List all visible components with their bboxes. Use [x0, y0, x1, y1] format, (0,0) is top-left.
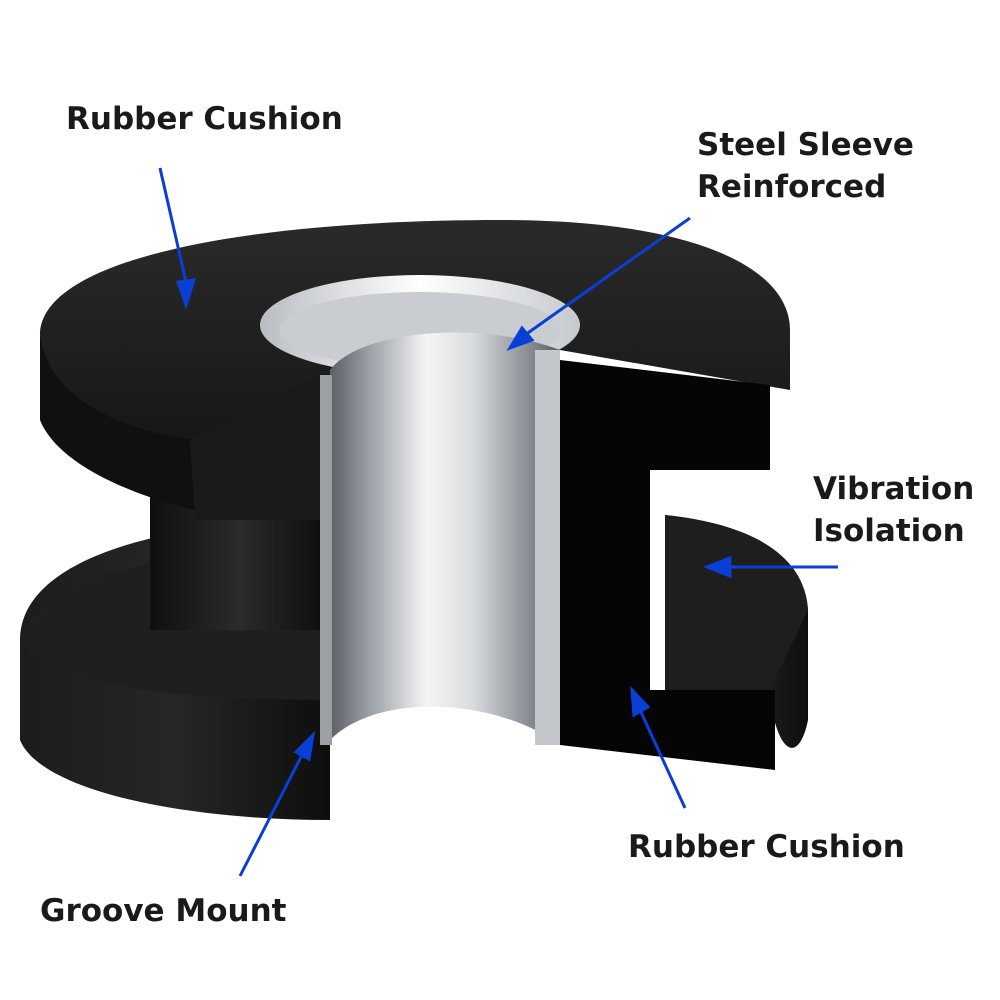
rubber-cross-section: [560, 360, 775, 770]
callout-arrows: [158, 167, 838, 877]
label-groove-mount-text: Groove Mount: [40, 893, 287, 929]
label-vibration-line2: Isolation: [813, 513, 965, 549]
label-steel-sleeve-line2: Reinforced: [697, 169, 887, 205]
label-rubber-cushion-top-text: Rubber Cushion: [66, 101, 343, 137]
arrow-vibration-head: [702, 555, 732, 579]
arrow-rubber-bottom: [638, 709, 687, 809]
label-rubber-cushion-bottom-text: Rubber Cushion: [628, 829, 905, 865]
label-rubber-cushion-bottom: Rubber Cushion: [628, 826, 905, 868]
label-groove-mount: Groove Mount: [40, 890, 286, 932]
arrow-steel-head: [506, 325, 535, 351]
label-rubber-cushion-top: Rubber Cushion: [66, 98, 343, 140]
arrow-groove: [238, 754, 304, 877]
label-vibration-line1: Vibration: [813, 471, 975, 507]
arrow-rubber-bottom-head: [630, 685, 651, 718]
arrow-groove-head: [293, 730, 316, 762]
label-steel-sleeve-line1: Steel Sleeve: [697, 127, 914, 163]
label-steel-sleeve: Steel Sleeve Reinforced: [697, 124, 914, 208]
arrow-steel: [524, 216, 691, 337]
steel-sleeve: [260, 275, 580, 745]
arrow-rubber-top: [158, 167, 188, 283]
label-vibration-isolation: Vibration Isolation: [813, 468, 974, 552]
arrow-rubber-top-head: [175, 278, 197, 310]
